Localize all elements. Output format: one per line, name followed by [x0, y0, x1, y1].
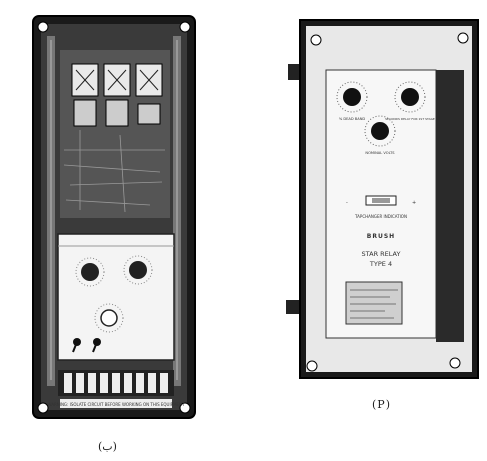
left-photo-caption: (ب) [98, 440, 117, 453]
dial-knob-icon [129, 261, 147, 279]
product-name-line2: TYPE 4 [369, 260, 392, 268]
right-photo-caption: (P) [372, 398, 391, 411]
dead-band-label: % DEAD BAND [339, 117, 366, 121]
right-relay-photo: % DEAD BAND SECONDS DELAY FOR 1ST STAGE … [286, 19, 479, 379]
delay-label: SECONDS DELAY FOR 1ST STAGE [385, 117, 435, 121]
dial-knob-icon [81, 263, 99, 281]
screw-icon [37, 402, 49, 414]
screw-icon [306, 360, 318, 372]
adjustment-knob-icon [100, 309, 118, 327]
svg-text:-: - [346, 200, 348, 206]
product-name-line1: STAR RELAY [362, 250, 401, 258]
left-relay-photo: WARNING: ISOLATE CIRCUIT BEFORE WORKING … [32, 15, 196, 419]
delay-dial-icon [401, 88, 419, 106]
rating-plate [345, 281, 403, 325]
screw-icon [179, 402, 191, 414]
nominal-volts-dial-icon [371, 122, 389, 140]
relay-blocks [71, 63, 163, 127]
svg-text:+: + [412, 200, 416, 206]
dead-band-dial-icon [343, 88, 361, 106]
screw-icon [457, 32, 469, 44]
terminal-row [58, 370, 174, 396]
brand-label: BRUSH [367, 233, 395, 240]
warning-text: WARNING: ISOLATE CIRCUIT BEFORE WORKING … [48, 402, 186, 407]
screw-icon [310, 34, 322, 46]
indicator-label: TAPCHANGER INDICATION [354, 214, 407, 219]
screw-icon [449, 357, 461, 369]
nominal-volts-label: NOMINAL VOLTS [365, 151, 395, 155]
warning-label [60, 399, 172, 408]
screw-icon [37, 21, 49, 33]
screw-icon [179, 21, 191, 33]
